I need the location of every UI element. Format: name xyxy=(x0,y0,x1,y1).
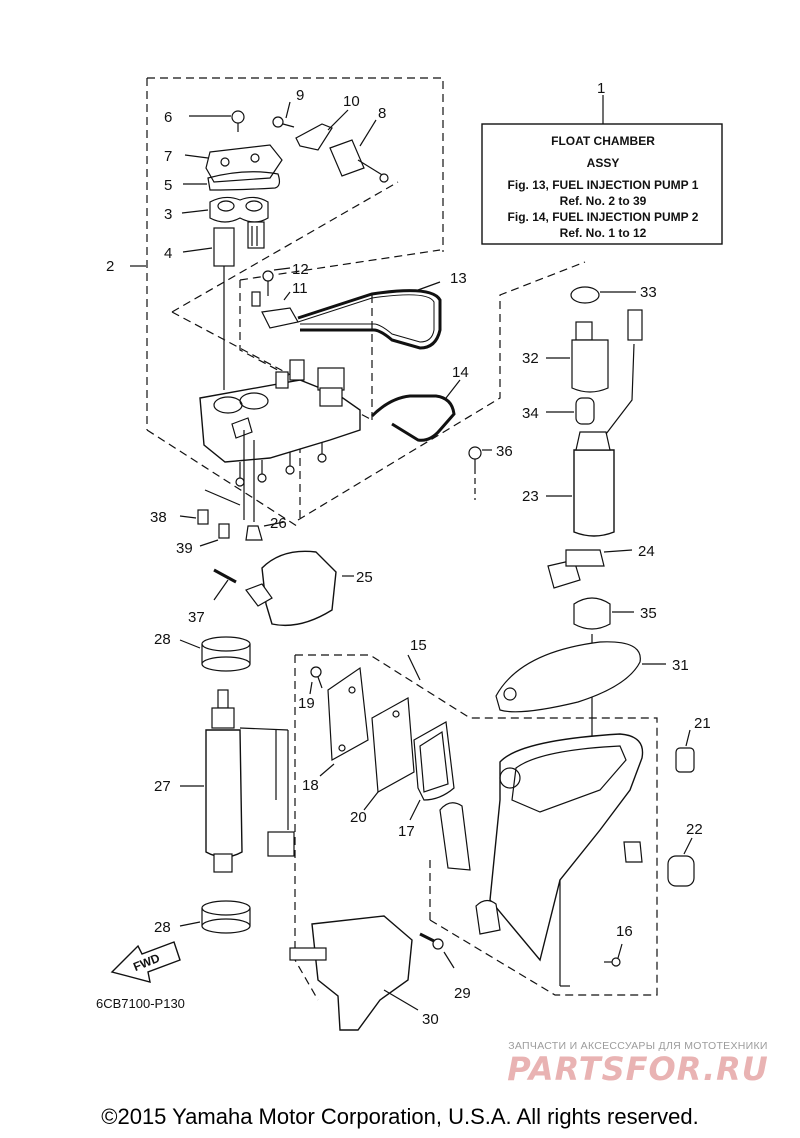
info-title-line1: FLOAT CHAMBER xyxy=(551,134,655,148)
part-17-gasket xyxy=(409,721,455,821)
part-39-screw xyxy=(199,523,230,547)
part-18-plate xyxy=(319,666,369,777)
part-21-grommet xyxy=(675,729,695,773)
callout-34: 34 xyxy=(522,405,539,422)
callout-14: 14 xyxy=(452,364,469,381)
watermark: ЗАПЧАСТИ И АКСЕССУАРЫ ДЛЯ МОТОТЕХНИКИ PA… xyxy=(488,1040,788,1086)
callout-5: 5 xyxy=(164,177,172,194)
callout-28-top: 28 xyxy=(154,631,171,648)
callout-4: 4 xyxy=(164,245,172,262)
part-3-bracket xyxy=(181,196,269,223)
callout-15: 15 xyxy=(410,637,427,654)
part-36-screw xyxy=(468,446,492,500)
callout-23: 23 xyxy=(522,488,539,505)
copyright-notice: ©2015 Yamaha Motor Corporation, U.S.A. A… xyxy=(101,1104,699,1129)
info-title-line2: ASSY xyxy=(587,156,620,170)
callout-21: 21 xyxy=(694,715,711,732)
part-37-pin xyxy=(213,568,237,601)
part-30-bracket xyxy=(289,915,419,1031)
part-14-hose xyxy=(370,379,461,442)
callout-22: 22 xyxy=(686,821,703,838)
diagram-code: 6CB7100-P130 xyxy=(96,996,185,1011)
info-line3: Fig. 13, FUEL INJECTION PUMP 1 xyxy=(508,178,699,192)
part-27-pump xyxy=(180,689,295,873)
callout-32: 32 xyxy=(522,350,539,367)
info-line5: Fig. 14, FUEL INJECTION PUMP 2 xyxy=(508,210,699,224)
callout-19: 19 xyxy=(298,695,315,712)
info-box xyxy=(481,95,723,245)
callout-8: 8 xyxy=(378,105,386,122)
callout-37: 37 xyxy=(188,609,205,626)
part-19-screw xyxy=(309,666,323,695)
callout-24: 24 xyxy=(638,543,655,560)
part-9-screw xyxy=(272,101,295,128)
part-6-screw xyxy=(189,110,245,132)
callout-17: 17 xyxy=(398,823,415,840)
part-5-gasket xyxy=(183,171,281,191)
callout-7: 7 xyxy=(164,148,172,165)
part-13-hose xyxy=(297,281,442,350)
part-25-cover xyxy=(245,550,354,627)
part-10-bracket xyxy=(295,109,349,151)
part-4-filter xyxy=(182,221,265,390)
callout-26: 26 xyxy=(270,515,287,532)
float-chamber xyxy=(407,654,644,987)
part-20-plate xyxy=(363,697,415,811)
callout-13: 13 xyxy=(450,270,467,287)
callout-1: 1 xyxy=(597,80,605,97)
callout-10: 10 xyxy=(343,93,360,110)
callout-2: 2 xyxy=(106,258,114,275)
part-24-filter xyxy=(547,549,633,589)
callout-11: 11 xyxy=(292,280,308,297)
callout-36: 36 xyxy=(496,443,513,460)
callout-28-bottom: 28 xyxy=(154,919,171,936)
callout-38: 38 xyxy=(150,509,167,526)
part-31-gasket xyxy=(495,641,666,713)
part-23-fuel-pump xyxy=(546,309,643,537)
part-11-fitting xyxy=(251,291,299,329)
callout-6: 6 xyxy=(164,109,172,126)
info-line4: Ref. No. 2 to 39 xyxy=(560,194,647,208)
part-26-plug xyxy=(245,521,285,541)
watermark-tagline: ЗАПЧАСТИ И АКСЕССУАРЫ ДЛЯ МОТОТЕХНИКИ xyxy=(508,1040,768,1052)
part-12-screw xyxy=(262,267,291,296)
callout-29: 29 xyxy=(454,985,471,1002)
callout-39: 39 xyxy=(176,540,193,557)
callout-16: 16 xyxy=(616,923,633,940)
callout-27: 27 xyxy=(154,778,171,795)
part-38-screw xyxy=(179,509,209,525)
callout-18: 18 xyxy=(302,777,319,794)
callout-3: 3 xyxy=(164,206,172,223)
vapor-separator-body xyxy=(199,359,361,522)
callout-33: 33 xyxy=(640,284,657,301)
callout-numbers: 1 2 3 4 5 6 7 8 9 10 11 12 13 14 15 16 1… xyxy=(106,80,711,1028)
part-28-ring-bottom xyxy=(179,900,251,934)
fwd-arrow-icon xyxy=(110,941,181,983)
callout-35: 35 xyxy=(640,605,657,622)
info-line6: Ref. No. 1 to 12 xyxy=(560,226,647,240)
part-33-grommet xyxy=(570,286,636,304)
part-32-damper xyxy=(546,321,609,393)
part-8-sensor xyxy=(329,119,389,183)
part-28-ring-top xyxy=(179,636,251,672)
part-7-cover xyxy=(184,144,283,183)
callout-12: 12 xyxy=(292,261,309,278)
callout-20: 20 xyxy=(350,809,367,826)
part-29-bolt xyxy=(419,932,455,969)
callout-31: 31 xyxy=(672,657,689,674)
part-34-grommet xyxy=(546,397,595,425)
info-box-text: FLOAT CHAMBER ASSY Fig. 13, FUEL INJECTI… xyxy=(508,134,699,240)
callout-30: 30 xyxy=(422,1011,439,1028)
callout-9: 9 xyxy=(296,87,304,104)
part-16-screw xyxy=(604,943,623,967)
part-22-mount xyxy=(667,837,695,887)
watermark-logo: PARTSFOR.RU xyxy=(507,1050,769,1088)
callout-25: 25 xyxy=(356,569,373,586)
